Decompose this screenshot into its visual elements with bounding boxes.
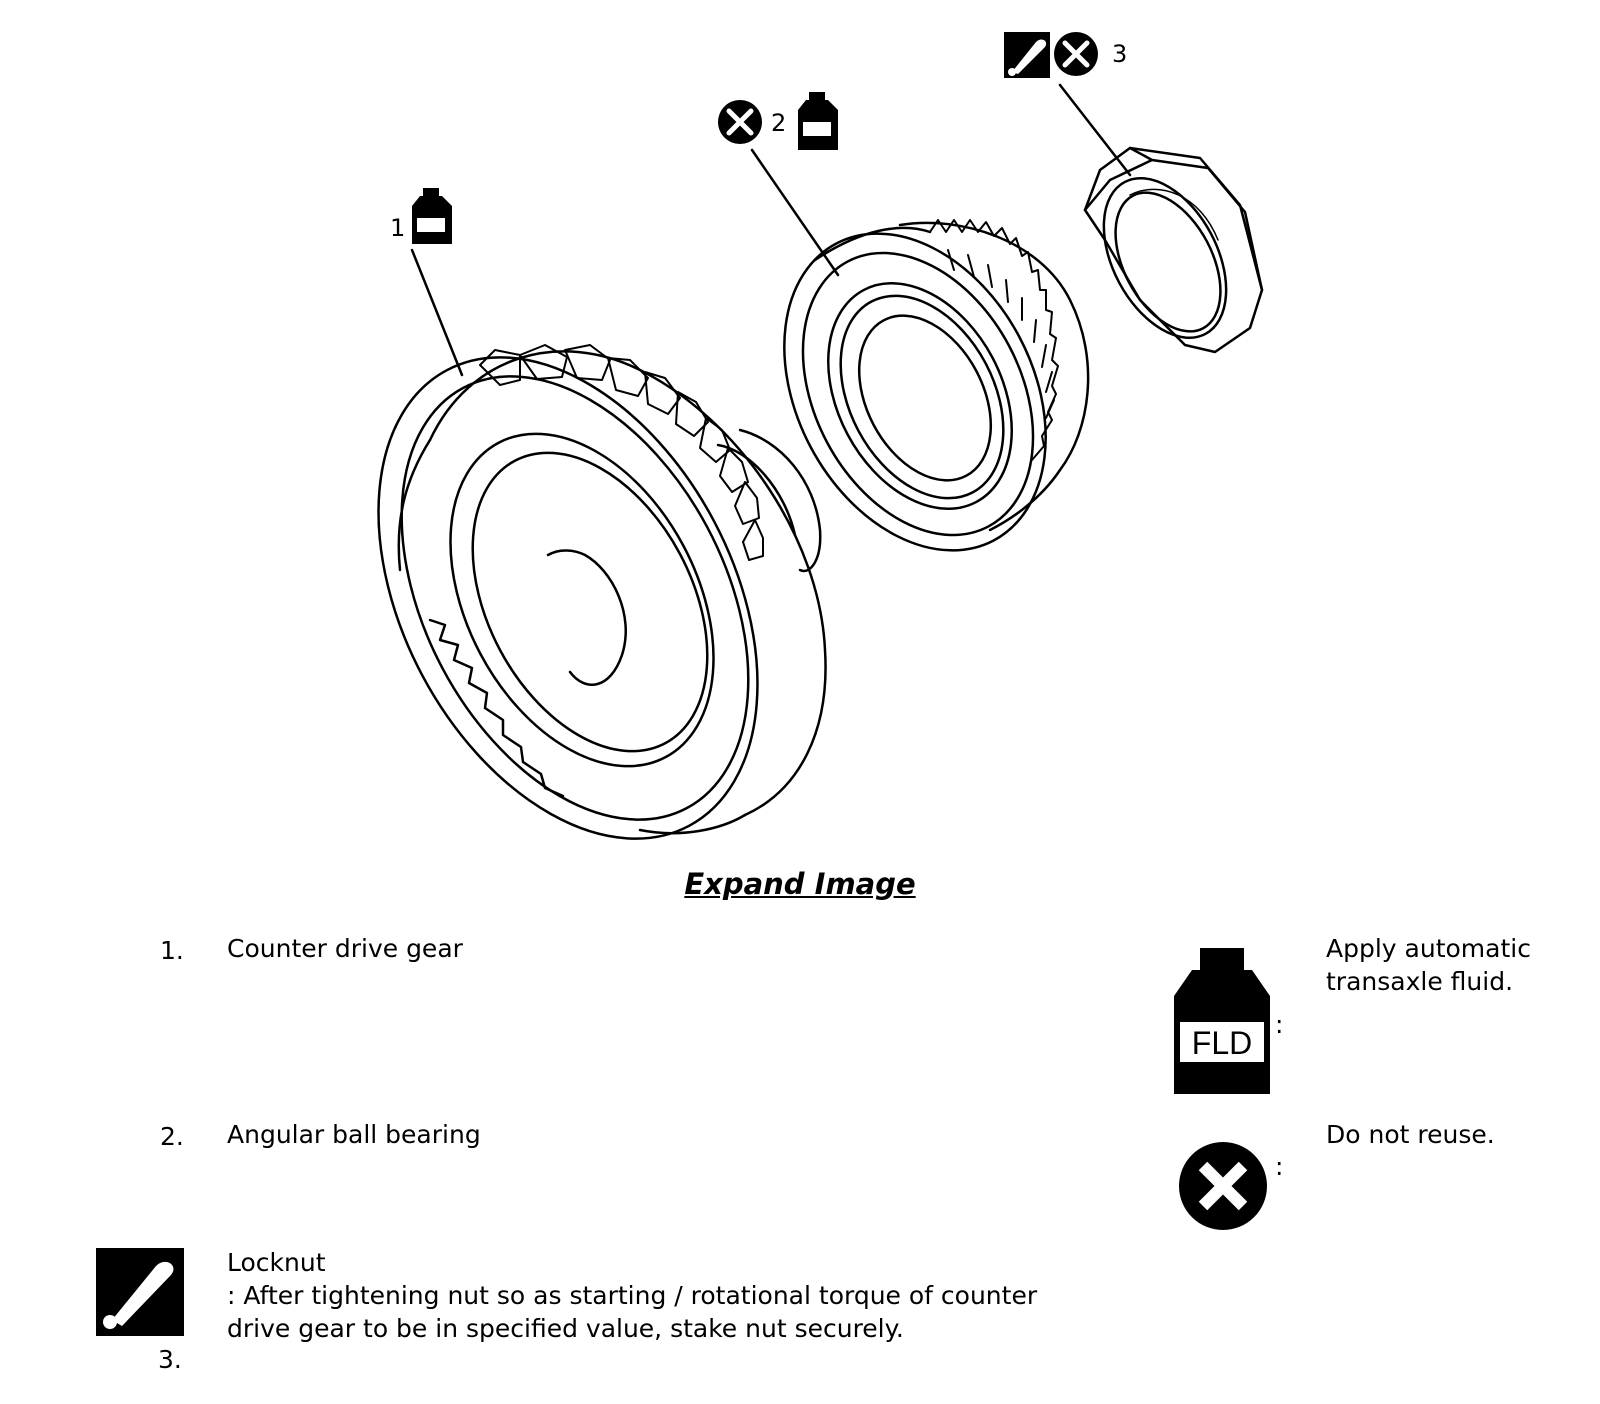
legend-number-3: 3.	[158, 1345, 182, 1374]
angular-ball-bearing-drawing	[783, 219, 1090, 552]
exploded-view-diagram: 1 2 3	[377, 32, 1264, 840]
legend-item-counter-drive-gear: Counter drive gear	[227, 934, 463, 963]
expand-image-link[interactable]: Expand Image	[684, 867, 916, 901]
symbol-desc-fluid-line-1: Apply automatic	[1326, 934, 1531, 963]
stake-punch-icon	[1004, 32, 1050, 78]
callout-number-3: 3	[1112, 40, 1127, 68]
stake-punch-icon	[96, 1248, 184, 1336]
svg-text:FLD: FLD	[1192, 1025, 1252, 1061]
legend-number-2: 2.	[160, 1122, 184, 1151]
symbol-colon-fluid: :	[1275, 1010, 1284, 1039]
leader-line-3	[1058, 83, 1132, 177]
legend-number-1: 1.	[160, 936, 184, 965]
do-not-reuse-icon	[1054, 32, 1098, 76]
locknut-note-line-1: : After tightening nut so as starting / …	[227, 1281, 1038, 1310]
symbol-desc-do-not-reuse: Do not reuse.	[1326, 1120, 1495, 1149]
callout-number-1: 1	[390, 214, 405, 242]
locknut-drawing	[1083, 146, 1264, 354]
legend-item-locknut: Locknut	[227, 1248, 326, 1277]
callout-number-2: 2	[771, 109, 786, 137]
legend-item-angular-ball-bearing: Angular ball bearing	[227, 1120, 481, 1149]
locknut-note-line-2: drive gear to be in specified value, sta…	[227, 1314, 904, 1343]
fluid-bottle-icon: FLD	[1174, 948, 1270, 1094]
leader-line-1	[410, 248, 464, 377]
leader-line-2	[750, 148, 840, 277]
do-not-reuse-icon	[718, 100, 762, 144]
do-not-reuse-icon	[1179, 1142, 1267, 1230]
symbol-desc-fluid-line-2: transaxle fluid.	[1326, 967, 1514, 996]
fluid-bottle-icon	[412, 188, 452, 244]
fluid-bottle-icon	[798, 92, 838, 150]
symbol-colon-do-not-reuse: :	[1275, 1152, 1284, 1181]
counter-drive-gear-drawing	[377, 344, 827, 840]
